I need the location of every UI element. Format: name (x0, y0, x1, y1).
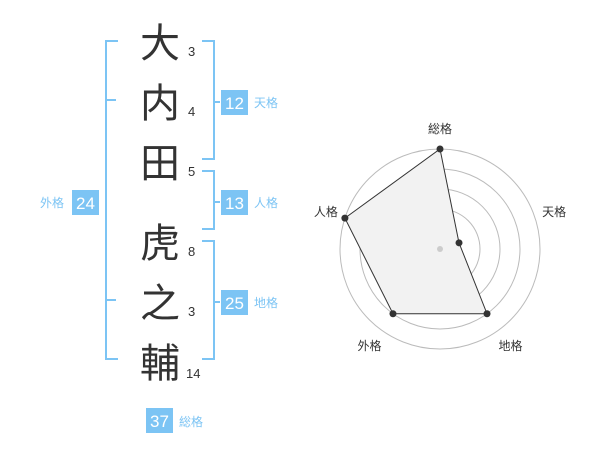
gaikaku-bracket (105, 40, 118, 360)
jinkaku-label: 人格 (254, 195, 278, 210)
radar-polygon (344, 148, 488, 315)
radar-axis-label-5: 人格 (314, 204, 338, 219)
chikaku-box (221, 290, 248, 315)
soukaku-label: 総格 (179, 414, 203, 429)
tenkaku-box (221, 90, 248, 115)
stroke-count-1: 3 (188, 44, 195, 59)
radar-point-4 (389, 310, 397, 318)
name-char-3: 田 (140, 141, 180, 187)
jinkaku-bracket (202, 170, 220, 230)
chikaku-value: 25 (225, 294, 244, 313)
name-char-4: 虎 (140, 221, 180, 267)
radar-axis-label-4: 外格 (357, 338, 381, 353)
radar-center-dot (437, 246, 443, 252)
tenkaku-bracket (202, 40, 220, 160)
radar-point-1 (436, 145, 444, 153)
stroke-count-4: 8 (188, 244, 195, 259)
radar-axis-label-2: 天格 (542, 204, 566, 219)
name-char-2: 内 (140, 81, 180, 127)
radar-axis-label-3: 地格 (498, 338, 522, 353)
gaikaku-value: 24 (76, 194, 95, 213)
soukaku-value: 37 (150, 412, 169, 431)
name-char-5: 之 (140, 281, 180, 327)
gaikaku-box (72, 190, 99, 215)
chikaku-label: 地格 (254, 295, 278, 310)
stroke-count-5: 3 (188, 304, 195, 319)
name-char-6: 輔 (140, 341, 180, 387)
stroke-count-3: 5 (188, 164, 195, 179)
name-char-1: 大 (140, 21, 180, 67)
radar-point-2 (455, 239, 463, 247)
radar-axis-label-1: 総格 (428, 121, 452, 136)
soukaku-box (146, 408, 173, 433)
tenkaku-value: 12 (225, 94, 244, 113)
jinkaku-value: 13 (225, 194, 244, 213)
stroke-count-6: 14 (186, 366, 200, 381)
radar-point-5 (341, 214, 349, 222)
radar-point-3 (483, 310, 491, 318)
stroke-count-2: 4 (188, 104, 195, 119)
tenkaku-label: 天格 (254, 95, 278, 110)
chikaku-bracket (202, 240, 220, 360)
jinkaku-box (221, 190, 248, 215)
gaikaku-label: 外格 (40, 195, 64, 210)
